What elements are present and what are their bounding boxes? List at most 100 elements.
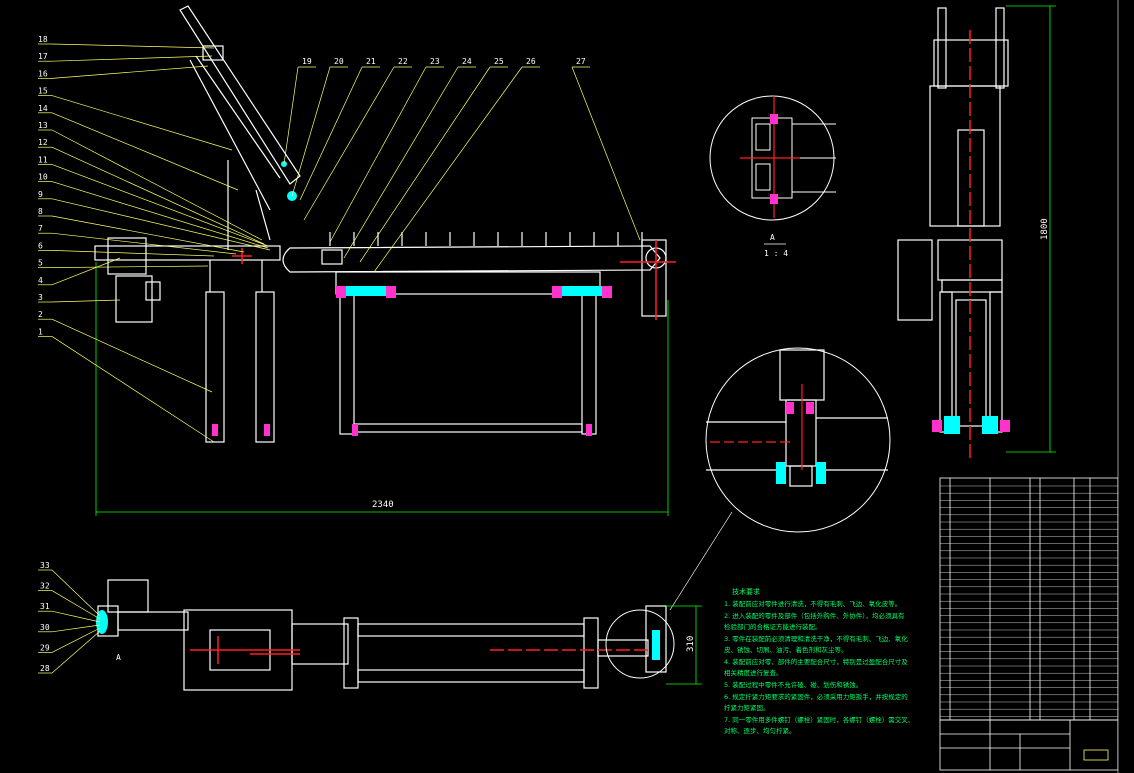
note-line-4: 3. 零件在装配前必须清理和清洗干净，不得有毛刺、飞边、氧化 [724, 634, 908, 643]
leader-line [51, 250, 215, 257]
top-detail-circle [605, 609, 675, 679]
leader-line [571, 66, 641, 241]
left-leg-1 [205, 291, 225, 443]
chute-brace [255, 189, 271, 241]
callout-7: 7 [38, 224, 43, 233]
callout-5: 5 [38, 259, 43, 268]
leader-line [51, 164, 269, 247]
leader-line [51, 55, 213, 62]
left-leg-2 [255, 291, 275, 443]
leader-line [343, 66, 459, 259]
callout-4: 4 [38, 276, 43, 285]
top-rail-2 [357, 669, 585, 683]
leader-line [51, 215, 245, 253]
callout-8: 8 [38, 207, 43, 216]
leader-line [51, 112, 239, 191]
leader-line [51, 610, 101, 623]
parts-list-table [939, 477, 1119, 721]
dim-overall-length-text: 2340 [372, 500, 394, 510]
section-detail-a: A 1 : 4 [709, 95, 836, 258]
callout-19: 19 [302, 57, 312, 66]
leader-line [51, 265, 209, 268]
note-line-1: 1. 装配前应对零件进行清洗，不得有毛刺、飞边、氧化皮等。 [724, 599, 901, 608]
callout-22: 22 [398, 57, 408, 66]
side-upright-left [937, 7, 947, 89]
dim-height [1006, 5, 1056, 453]
leader-line [51, 146, 265, 245]
bottom-callouts: 33 32 31 30 29 28 [40, 561, 50, 673]
callout-3: 3 [38, 293, 43, 302]
tail-pulley-housing [641, 239, 667, 317]
callout-29: 29 [40, 643, 50, 652]
top-shaft [117, 611, 189, 631]
top-leaders [283, 66, 641, 273]
callout-17: 17 [38, 52, 48, 61]
note-line-5: 皮、锈蚀、切屑、油污、着色剂和灰尘等。 [724, 645, 848, 654]
leader-line [51, 181, 269, 249]
leader-line [283, 66, 299, 165]
top-centerlines [190, 636, 660, 664]
leader-line [51, 95, 233, 151]
leader-line [51, 624, 101, 633]
callout-9: 9 [38, 190, 43, 199]
top-tail-pulley [645, 605, 667, 673]
leader-line [51, 257, 121, 286]
callout-33: 33 [40, 561, 50, 570]
leader-line [51, 198, 271, 251]
callout-28: 28 [40, 664, 50, 673]
transfer-beam [94, 245, 281, 261]
leader-line [51, 630, 101, 674]
callout-25: 25 [494, 57, 504, 66]
chute-top-block [202, 45, 224, 61]
section-scale: 1 : 4 [764, 249, 788, 258]
note-line-9: 6. 规定拧紧力矩要求的紧固件，必须采用力矩扳手，并按规定的 [724, 692, 908, 701]
side-fasteners [932, 420, 1010, 432]
callout-21: 21 [366, 57, 376, 66]
chute-rail [195, 55, 281, 179]
leader-line [51, 129, 263, 241]
leader-line [51, 627, 101, 653]
top-hidden-parts [96, 610, 660, 660]
callout-23: 23 [430, 57, 440, 66]
side-hidden-parts [944, 416, 998, 434]
callout-26: 26 [526, 57, 536, 66]
view-marker: A [116, 653, 121, 662]
callout-32: 32 [40, 582, 50, 591]
note-line-7: 相关精度进行复查。 [724, 668, 783, 677]
parts-list-rows [940, 485, 1118, 717]
top-transfer [291, 623, 349, 665]
head-guard [321, 249, 343, 265]
conveyor-flights [329, 232, 643, 246]
drive-gearbox [107, 237, 147, 275]
drive-motor [115, 275, 153, 323]
note-line-11: 7. 同一零件用多件螺钉（螺栓）紧固时，各螺钉（螺栓）需交叉、 [724, 715, 914, 724]
side-inner-channel [957, 129, 985, 227]
note-line-6: 4. 装配前应对零、部件的主要配合尺寸，特别是过盈配合尺寸及 [724, 657, 908, 666]
leader-line [359, 66, 491, 263]
callout-14: 14 [38, 104, 48, 113]
leader-line [303, 66, 395, 221]
callout-10: 10 [38, 173, 48, 182]
leader-line [51, 569, 101, 617]
motor-terminal-box [145, 281, 161, 301]
leader-line [291, 66, 331, 197]
left-leaders [38, 43, 271, 443]
callout-2: 2 [38, 310, 43, 319]
leader-line [373, 66, 523, 273]
callout-6: 6 [38, 241, 43, 250]
top-tail-link [597, 639, 649, 657]
callout-1: 1 [38, 327, 43, 336]
top-frame-left [343, 617, 359, 689]
note-line-10: 拧紧力矩紧固。 [724, 703, 770, 712]
dim-width-text: 310 [686, 636, 696, 652]
chute-support [189, 59, 271, 211]
callout-13: 13 [38, 121, 48, 130]
top-callouts: 19 20 21 22 23 24 25 26 27 [302, 57, 586, 66]
callout-15: 15 [38, 87, 48, 96]
leader-line [299, 66, 363, 201]
leader-line [329, 66, 427, 243]
notes-title: 技术要求 [732, 587, 760, 596]
note-line-12: 对称、逐步、均匀拧紧。 [724, 726, 796, 735]
